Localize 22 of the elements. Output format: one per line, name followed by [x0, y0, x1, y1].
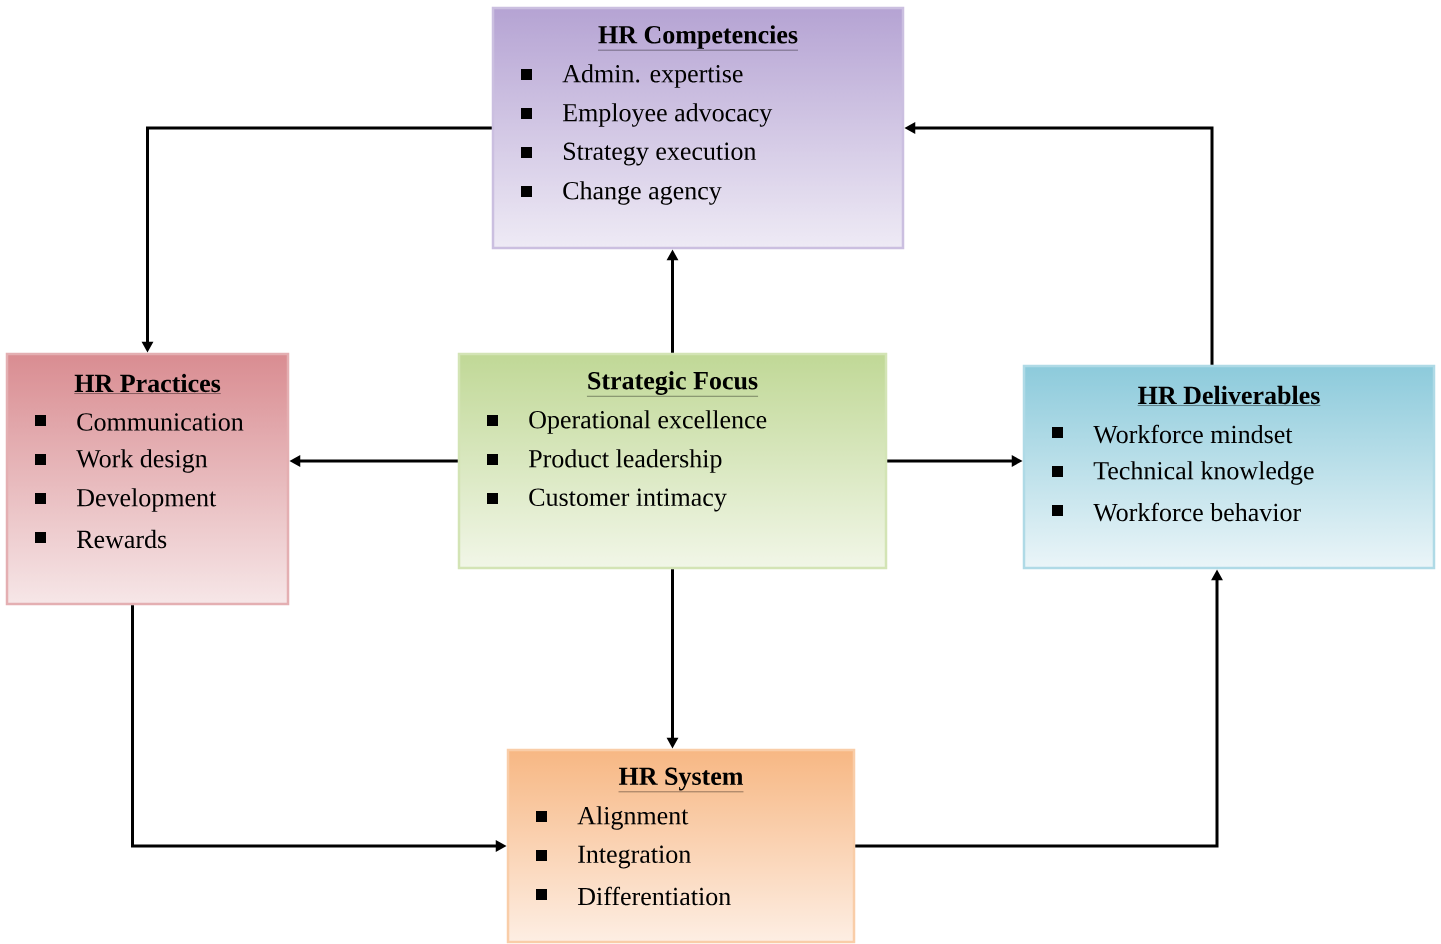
bullet-item: Rewards — [35, 529, 167, 549]
bullet-item: Strategy execution — [521, 142, 757, 166]
heading: HR Competencies — [597, 25, 799, 51]
bullet-item: Workforce behavior — [1052, 502, 1301, 522]
bullet-item: Work design — [35, 449, 208, 473]
bullet-item: Development — [35, 488, 217, 512]
bullet-item: Product leadership — [487, 449, 722, 473]
bullet-item: Customer intimacy — [487, 488, 727, 512]
bullet-item: Differentiation — [536, 886, 731, 906]
bullet-item: Communication — [35, 413, 244, 431]
bullet-item: Alignment — [536, 806, 689, 830]
heading: HR Practices — [74, 373, 221, 394]
bullet-item: Change agency — [521, 181, 722, 205]
bullet-item: Operational excellence — [487, 410, 767, 434]
bullet-item: Integration — [536, 845, 691, 869]
bullet-item: Admin. expertise — [521, 64, 743, 88]
bullet-item: Employee advocacy — [521, 103, 773, 127]
bullet-item: Workforce mindset — [1052, 424, 1293, 444]
bullet-item: Technical knowledge — [1052, 461, 1314, 485]
heading: HR Deliverables — [1137, 385, 1321, 406]
heading: Strategic Focus — [586, 371, 759, 397]
heading: HR System — [618, 767, 744, 792]
